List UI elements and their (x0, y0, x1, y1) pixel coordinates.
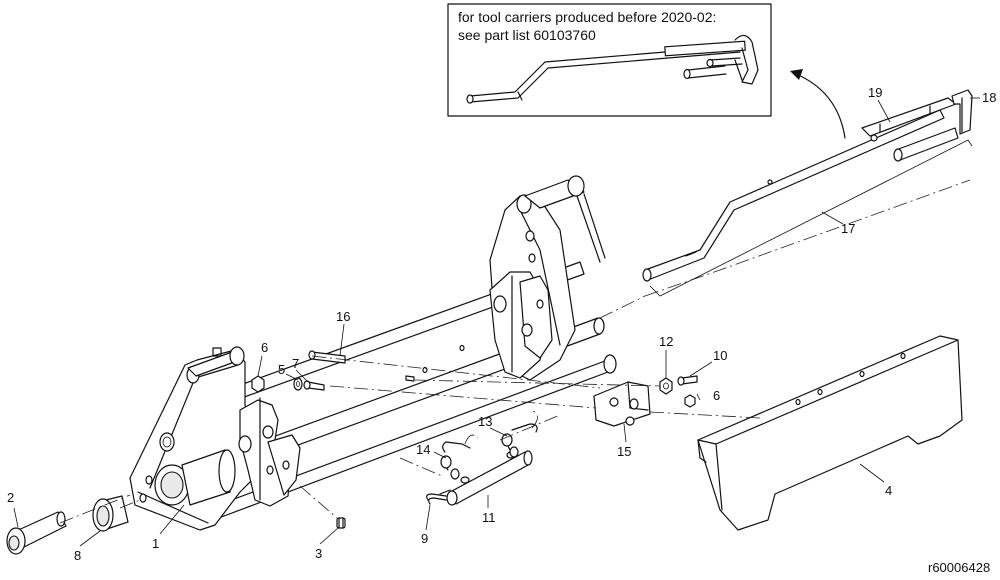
part-6-nut-upper (251, 375, 265, 393)
part-3-bolt (336, 517, 346, 529)
inset-pointer-arrow (790, 69, 846, 139)
part-16-long-pin (308, 350, 346, 364)
callout-8: 8 (74, 548, 81, 563)
callout-11: 11 (482, 510, 496, 525)
callout-5: 5 (278, 362, 285, 377)
callout-2: 2 (7, 490, 14, 505)
callout-6b: 6 (713, 388, 720, 403)
part-5-washer (293, 377, 303, 391)
callout-12: 12 (659, 334, 673, 349)
inset-box: for tool carriers produced before 2020-0… (447, 3, 772, 117)
part-15-bracket (593, 381, 651, 427)
part-10-bolt (677, 375, 698, 386)
callout-15: 15 (617, 444, 631, 459)
callout-16: 16 (336, 309, 350, 324)
part-4-cover-plate (697, 335, 963, 531)
callout-9: 9 (421, 531, 428, 546)
part-12-nut (659, 377, 673, 395)
assembly-center-lines (59, 139, 973, 524)
part-13-fitting (501, 423, 538, 458)
callout-18: 18 (982, 90, 996, 105)
callout-19: 19 (868, 85, 882, 100)
callout-7: 7 (292, 356, 299, 371)
part-7-bolt (303, 380, 325, 391)
callout-17: 17 (841, 221, 855, 236)
inset-old-guide-bar (466, 34, 759, 104)
part-17-guide-bar (642, 109, 945, 282)
part-18-end-stop (951, 89, 973, 135)
callout-leaders (13, 97, 980, 547)
callout-10: 10 (713, 348, 727, 363)
small-pin-center (405, 375, 415, 382)
main-carrier-frame (129, 175, 617, 531)
guide-bar-lower-rod (893, 127, 959, 162)
drawing-reference: r60006428 (928, 560, 990, 575)
part-9-clip (426, 493, 447, 505)
callout-6a: 6 (261, 340, 268, 355)
part-14-fitting (440, 441, 471, 480)
inset-note-line1: for tool carriers produced before 2020-0… (458, 9, 716, 25)
callout-14: 14 (416, 442, 430, 457)
callout-labels: 1 2 3 4 5 6 6 7 8 9 10 11 12 13 14 15 16… (7, 85, 996, 563)
callout-13: 13 (478, 414, 492, 429)
callout-4: 4 (885, 483, 892, 498)
part-11-cylinder (439, 450, 533, 506)
part-2-pin-bushing (6, 511, 67, 555)
callout-1: 1 (152, 536, 159, 551)
inset-note-line2: see part list 60103760 (458, 27, 596, 43)
part-8-ring (92, 495, 129, 532)
callout-3: 3 (315, 546, 322, 561)
part-6-nut-lower (684, 394, 696, 408)
